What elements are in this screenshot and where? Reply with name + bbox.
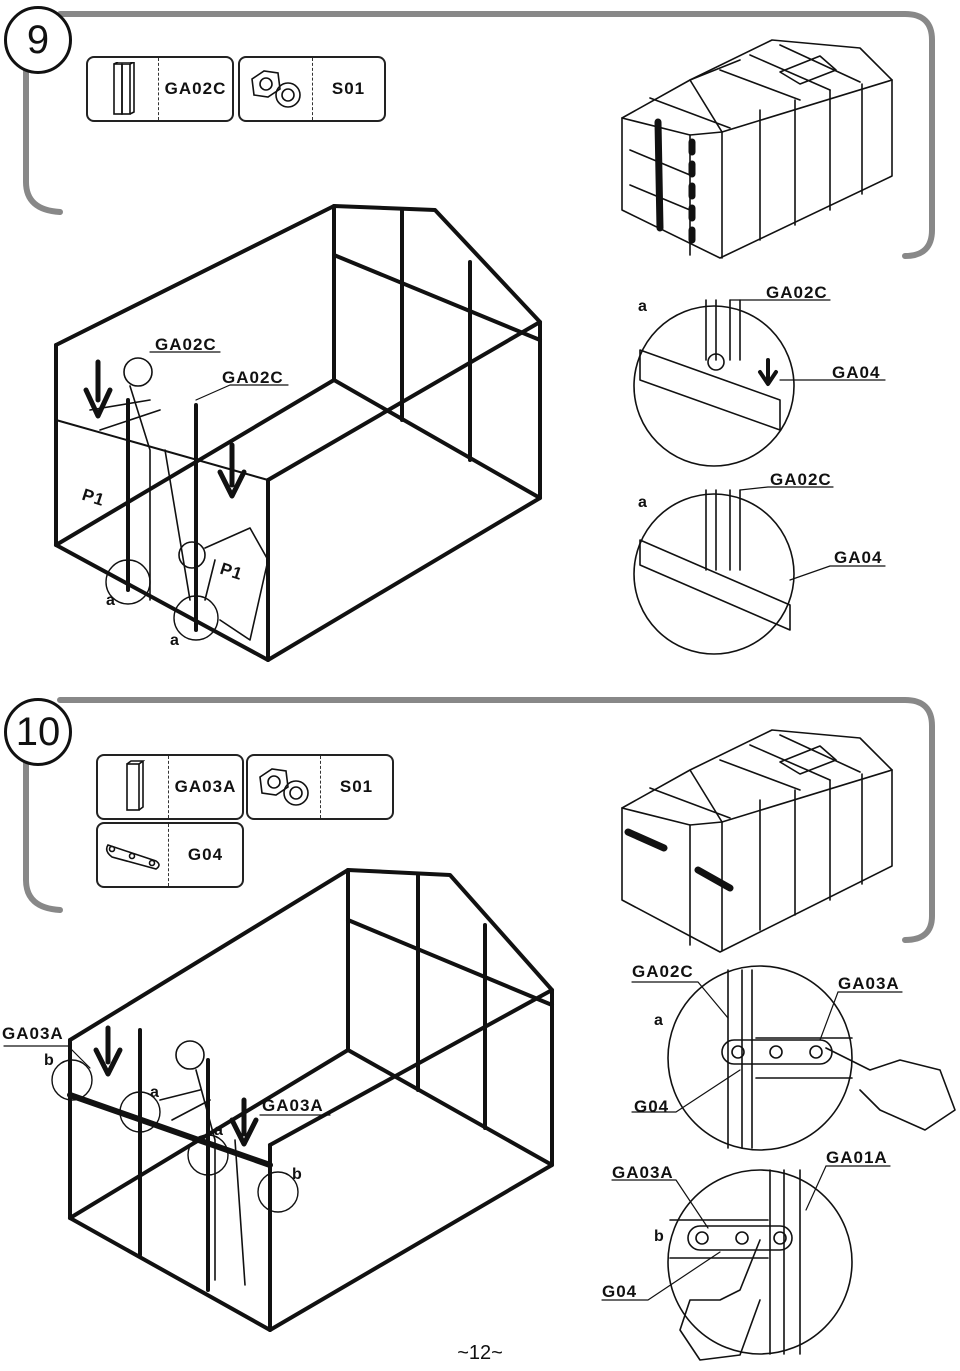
step9-greenhouse-thumb	[621, 39, 893, 259]
step10-frame	[57, 697, 935, 943]
part-ga02c: GA02C	[86, 56, 234, 122]
part-ga03a: GA03A	[96, 754, 244, 820]
step-10-number: 10	[15, 709, 61, 754]
page-number: ~12~	[457, 1342, 503, 1364]
detail10a-a: a	[654, 1012, 663, 1029]
detail1-ga04: GA04	[832, 363, 881, 382]
label-ga03a-left: GA03A	[2, 1024, 64, 1043]
bolt-nut-icon	[259, 768, 309, 806]
part-s01-10: S01	[246, 754, 394, 820]
step-9-badge: 9	[4, 6, 72, 74]
detail2-ga04: GA04	[834, 548, 883, 567]
step9-frame-structure	[54, 204, 542, 662]
detail10a-ga03a: GA03A	[838, 974, 900, 993]
bolt-nut-icon	[251, 70, 301, 108]
part-code: S01	[339, 777, 374, 796]
detail10a-ga02c: GA02C	[632, 962, 694, 981]
detail10b-g04: G04	[602, 1282, 638, 1301]
step10-frame-structure	[67, 868, 554, 1332]
part-code: GA02C	[164, 79, 227, 98]
part-s01: S01	[238, 56, 386, 122]
detail-circle-10b	[667, 1169, 853, 1361]
connector-plate-icon	[105, 844, 160, 870]
detail-circle-9a	[633, 299, 795, 467]
detail10b-ga01a: GA01A	[826, 1148, 888, 1167]
detail2-a: a	[638, 494, 647, 511]
detail-circle-10a	[667, 965, 956, 1151]
profile-bar-icon	[113, 62, 135, 115]
detail10b-ga03a: GA03A	[612, 1163, 674, 1182]
label-a-10-1: a	[150, 1084, 159, 1101]
step-9-number: 9	[26, 17, 50, 62]
person-figure-10	[159, 1040, 246, 1286]
label-ga02c-left-mid: GA02C	[222, 368, 284, 387]
person-figure	[89, 357, 269, 641]
detail1-a: a	[638, 298, 647, 315]
detail-circle-9b	[633, 489, 795, 655]
label-a-1: a	[106, 592, 115, 609]
step-10-badge: 10	[4, 698, 72, 766]
label-a-10-2: a	[214, 1122, 223, 1139]
label-ga02c-left-top: GA02C	[155, 335, 217, 354]
step9-frame	[57, 11, 935, 259]
label-b-1: b	[44, 1052, 54, 1069]
plate-bar-icon	[126, 760, 145, 811]
detail10a-g04: G04	[634, 1097, 670, 1116]
detail2-ga02c: GA02C	[770, 470, 832, 489]
label-b-2: b	[292, 1166, 302, 1183]
detail10b-b: b	[654, 1228, 664, 1245]
detail1-ga02c: GA02C	[766, 283, 828, 302]
part-code: GA03A	[174, 777, 237, 796]
step10-greenhouse-thumb	[621, 729, 893, 953]
part-g04: G04	[96, 822, 244, 888]
label-ga03a-mid: GA03A	[262, 1096, 324, 1115]
part-code: G04	[187, 845, 224, 864]
label-a-2: a	[170, 632, 179, 649]
part-code: S01	[331, 79, 366, 98]
